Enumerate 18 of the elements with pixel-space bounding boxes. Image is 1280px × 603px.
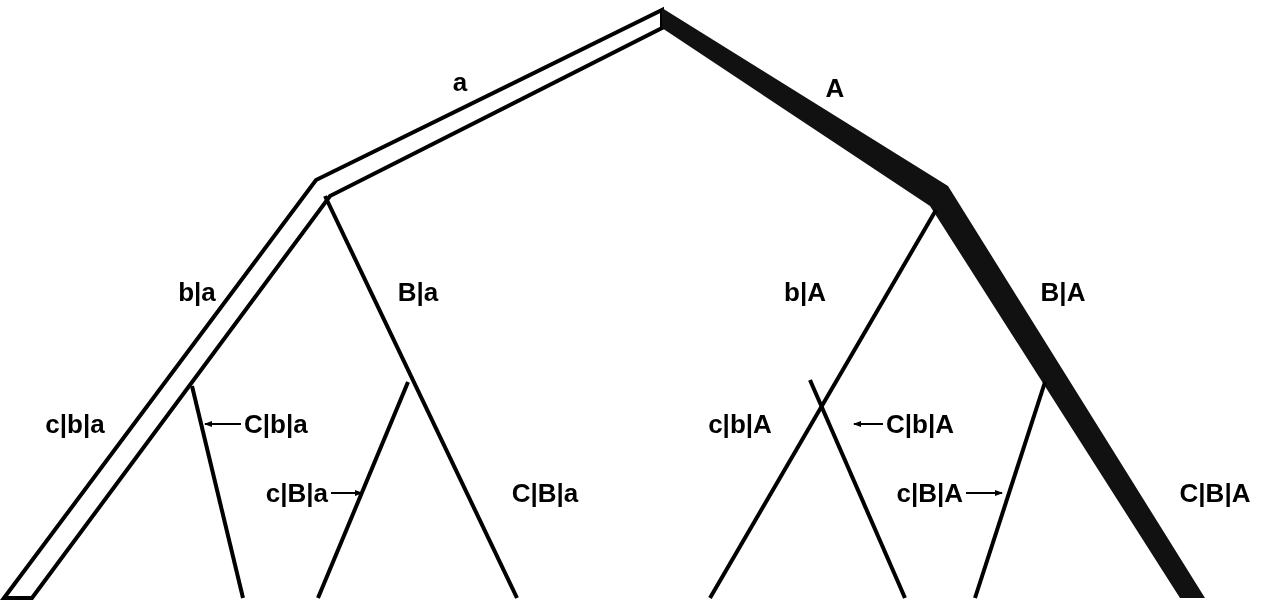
- branch-label: B|a: [397, 276, 439, 308]
- branch-label: A: [825, 72, 845, 104]
- branch-label: a: [452, 66, 468, 98]
- branch-label: b|a: [178, 276, 216, 308]
- leader-line: [853, 421, 884, 427]
- branch-label: c|B|A: [896, 477, 963, 509]
- leader-line: [204, 421, 242, 427]
- branch-label: c|b|a: [45, 408, 105, 440]
- branch-label: b|A: [784, 276, 826, 308]
- branch-label: c|b|A: [708, 408, 772, 440]
- branch-label: C|B|A: [1179, 477, 1251, 509]
- branch-label: C|b|a: [244, 408, 308, 440]
- branch-label: c|B|a: [265, 477, 328, 509]
- leader-line: [965, 490, 1003, 496]
- branch-label: C|b|A: [886, 408, 954, 440]
- leader-line: [330, 490, 363, 496]
- branch-label: B|A: [1040, 276, 1086, 308]
- branch-label: C|B|a: [511, 477, 579, 509]
